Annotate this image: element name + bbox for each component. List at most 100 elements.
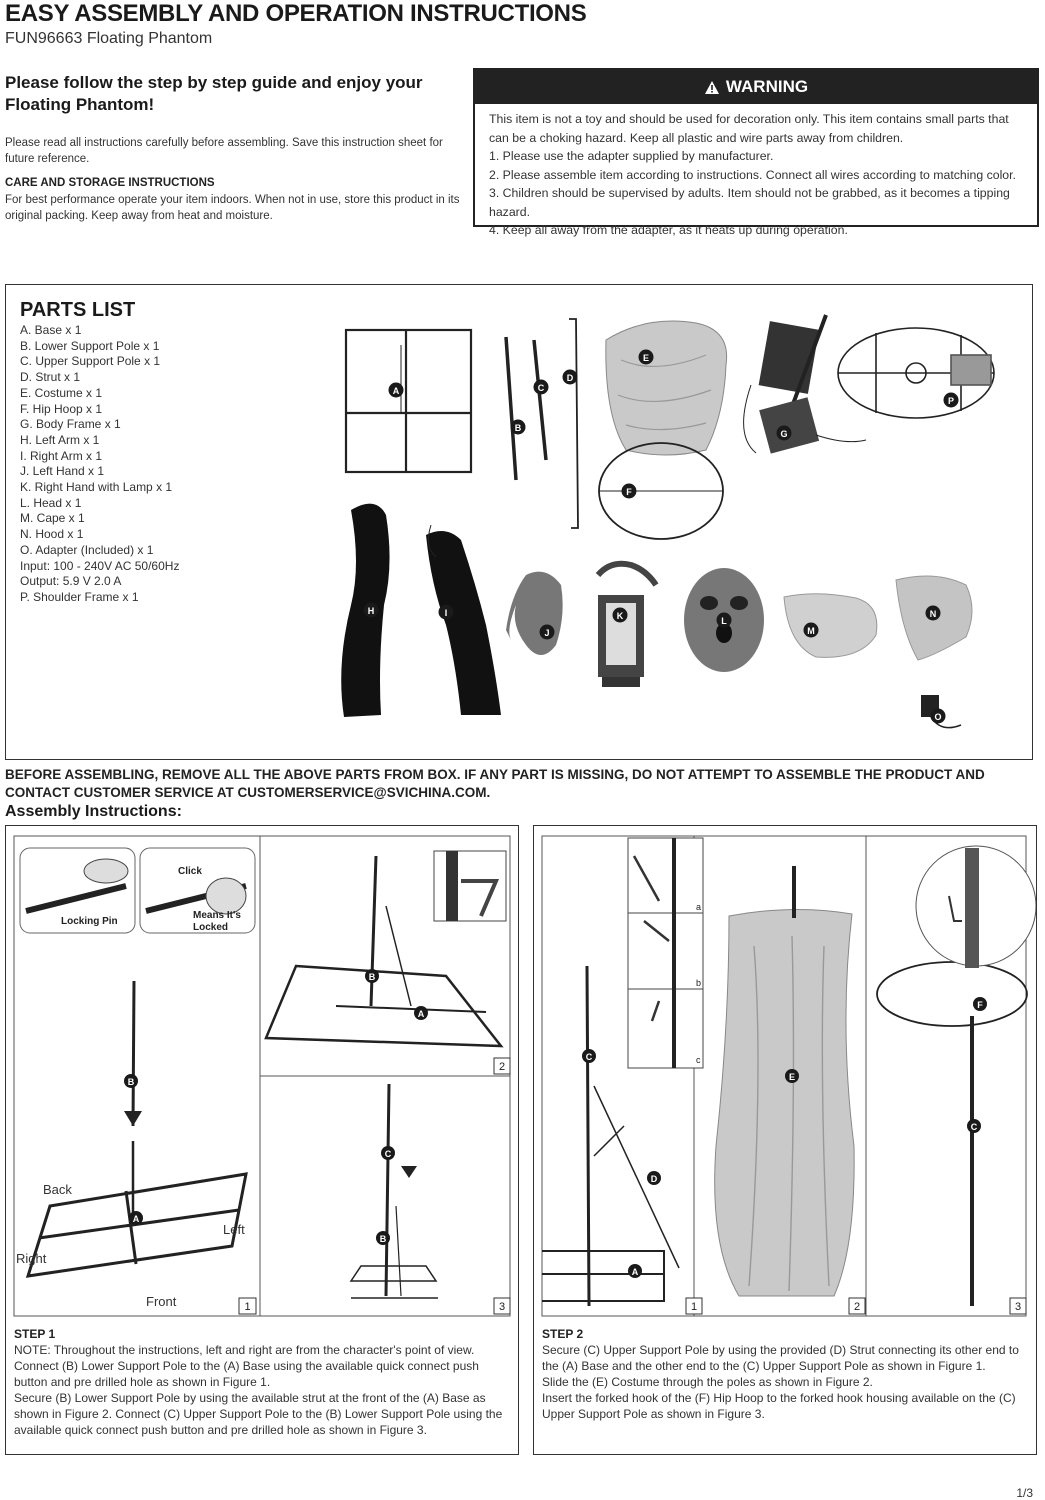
figure-number: 3	[499, 1301, 505, 1313]
inset-label-a: a	[696, 902, 701, 912]
step2-line: Secure (C) Upper Support Pole by using t…	[542, 1343, 1019, 1373]
svg-text:A: A	[418, 1009, 425, 1019]
list-item: N. Hood x 1	[20, 527, 84, 542]
svg-text:O: O	[934, 712, 941, 722]
fig3-badge-c: C	[381, 1146, 395, 1160]
warning-line: 2. Please assemble item according to ins…	[489, 167, 1016, 182]
step1-line: Secure (B) Lower Support Pole by using t…	[14, 1391, 503, 1437]
step2-text: STEP 2 Secure (C) Upper Support Pole by …	[542, 1326, 1027, 1422]
svg-text:I: I	[445, 608, 448, 618]
label-badge-d: D	[562, 369, 578, 385]
step1-line: Connect (B) Lower Support Pole to the (A…	[14, 1359, 479, 1389]
label-badge-i: I	[438, 604, 454, 620]
label-badge-n: N	[925, 605, 941, 621]
svg-text:E: E	[789, 1072, 795, 1082]
lamp-part-drawing	[595, 560, 659, 687]
label-badge-g: G	[776, 425, 792, 441]
svg-text:B: B	[128, 1077, 135, 1087]
svg-text:A: A	[133, 1214, 140, 1224]
warning-body: This item is not a toy and should be use…	[475, 104, 1037, 240]
svg-text:A: A	[632, 1267, 639, 1277]
step2-figures: a b c C D A 1 E 2 F	[541, 835, 1036, 1317]
svg-text:G: G	[780, 429, 787, 439]
step2-line: Insert the forked hook of the (F) Hip Ho…	[542, 1391, 1016, 1421]
svg-text:C: C	[385, 1149, 392, 1159]
warning-header: WARNING	[475, 70, 1037, 104]
parts-illustration: A B C D E F G	[341, 314, 995, 729]
fig2-badge-b: B	[365, 969, 379, 983]
fig1-badge-b: B	[124, 1074, 138, 1088]
care-heading: CARE AND STORAGE INSTRUCTIONS	[5, 177, 215, 189]
model-subtitle: FUN96663 Floating Phantom	[5, 30, 213, 47]
fig3-badge-b: B	[376, 1231, 390, 1245]
inset-label-c: c	[696, 1055, 701, 1065]
label-badge-e: E	[638, 349, 654, 365]
intro-heading-line1: Please follow the step by step guide and…	[5, 73, 423, 92]
list-item: E. Costume x 1	[20, 385, 103, 400]
list-item: D. Strut x 1	[20, 370, 81, 385]
label-badge-a: A	[388, 382, 404, 398]
list-item: F. Hip Hoop x 1	[20, 401, 103, 416]
shoulder-frame-part-drawing	[837, 327, 995, 419]
click-label: Click	[178, 866, 202, 877]
list-item: J. Left Hand x 1	[20, 464, 105, 479]
label-badge-h: H	[363, 602, 379, 618]
parts-list-box: PARTS LIST A. Base x 1 B. Lower Support …	[5, 284, 1033, 760]
label-badge-b: B	[510, 419, 526, 435]
label-badge-m: M	[803, 622, 819, 638]
svg-text:P: P	[948, 396, 954, 406]
intro-text: Please read all instructions carefully b…	[5, 137, 443, 165]
step1-title: STEP 1	[14, 1327, 56, 1341]
means-locked-label: Means It's	[193, 910, 241, 921]
step1-box: Locking Pin Click Means It's Locked B A …	[5, 825, 519, 1455]
svg-text:L: L	[721, 616, 727, 626]
locking-pin-label: Locking Pin	[61, 916, 118, 927]
parts-list: A. Base x 1 B. Lower Support Pole x 1 C.…	[20, 323, 179, 606]
warning-line: 1. Please use the adapter supplied by ma…	[489, 149, 774, 163]
svg-text:F: F	[626, 487, 632, 497]
intro-heading-line2: Floating Phantom!	[5, 95, 155, 114]
fig1-badge-a: A	[129, 1211, 143, 1225]
costume-part-drawing	[605, 320, 728, 456]
list-item: Output: 5.9 V 2.0 A	[20, 574, 122, 589]
list-item: L. Head x 1	[20, 495, 82, 510]
figure-number: 3	[1015, 1301, 1021, 1313]
s2fig3-badge-f: F	[973, 997, 987, 1011]
poles-part-drawing	[504, 318, 579, 529]
document-title: EASY ASSEMBLY AND OPERATION INSTRUCTIONS	[5, 0, 587, 27]
warning-line: 3. Children should be supervised by adul…	[489, 186, 1010, 219]
step1-text: STEP 1 NOTE: Throughout the instructions…	[14, 1326, 504, 1438]
s2fig1-badge-d: D	[647, 1171, 661, 1185]
svg-text:K: K	[617, 611, 624, 621]
svg-text:D: D	[567, 373, 574, 383]
list-item: C. Upper Support Pole x 1	[20, 354, 161, 369]
warning-box: WARNING This item is not a toy and shoul…	[473, 68, 1039, 237]
list-item: Input: 100 - 240V AC 50/60Hz	[20, 558, 180, 573]
figure-number: 2	[499, 1061, 505, 1073]
label-badge-j: J	[539, 624, 555, 640]
step1-figures: Locking Pin Click Means It's Locked B A …	[13, 835, 511, 1317]
label-badge-o: O	[930, 708, 946, 724]
front-label: Front	[146, 1294, 177, 1309]
intro-heading: Please follow the step by step guide and…	[5, 72, 445, 116]
svg-text:C: C	[971, 1122, 978, 1132]
assembly-heading: Assembly Instructions:	[5, 803, 182, 820]
svg-text:B: B	[515, 423, 522, 433]
warning-title: WARNING	[725, 77, 809, 96]
s2fig2-badge-e: E	[785, 1069, 799, 1083]
warning-line: This item is not a toy and should be use…	[489, 112, 1009, 145]
list-item: O. Adapter (Included) x 1	[20, 542, 154, 557]
figure-number: 2	[854, 1301, 860, 1313]
means-locked-label-2: Locked	[193, 922, 228, 933]
step1-line: NOTE: Throughout the instructions, left …	[14, 1343, 475, 1357]
svg-text:J: J	[544, 628, 549, 638]
list-item: P. Shoulder Frame x 1	[20, 589, 139, 604]
warning-triangle-icon	[704, 80, 719, 94]
warning-line: 4. Keep all away from the adapter, as it…	[489, 223, 848, 237]
list-item: K. Right Hand with Lamp x 1	[20, 480, 173, 495]
step2-title: STEP 2	[542, 1327, 584, 1341]
label-badge-c: C	[533, 379, 549, 395]
back-label: Back	[43, 1182, 72, 1197]
svg-text:E: E	[643, 353, 649, 363]
left-hand-part-drawing	[506, 571, 563, 655]
